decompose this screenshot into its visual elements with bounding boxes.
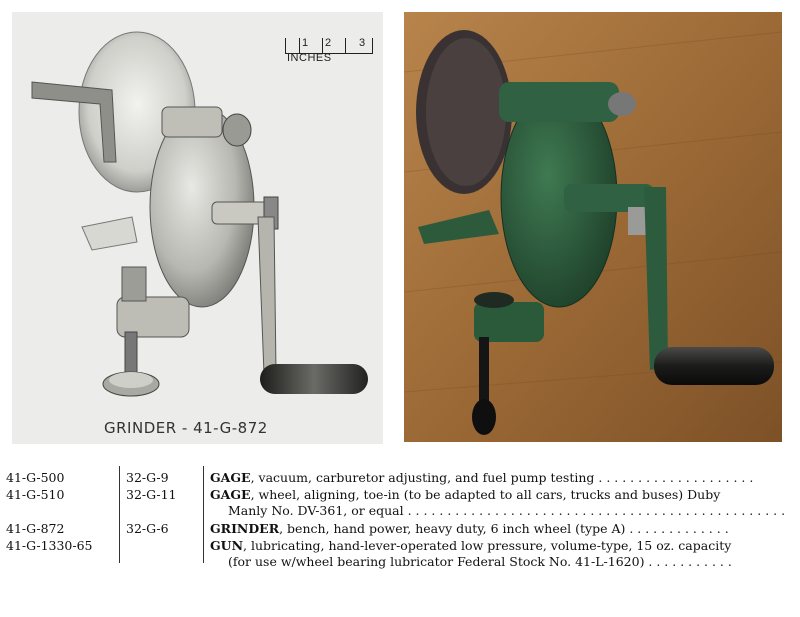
item-desc: , bench, hand power, heavy duty, 6 inch … bbox=[279, 521, 729, 536]
green-grinder-image bbox=[404, 12, 782, 442]
scale-unit: INCHES bbox=[287, 52, 332, 64]
item-keyword: GUN bbox=[210, 538, 244, 553]
item-description: GUN, lubricating, hand-lever-operated lo… bbox=[210, 538, 732, 569]
item-keyword: GAGE bbox=[210, 487, 251, 502]
catalog-photo: 1 2 3 INCHES GRINDER - 41-G-872 bbox=[12, 12, 383, 444]
item-description: GAGE, vacuum, carburetor adjusting, and … bbox=[210, 470, 753, 485]
item-description: GAGE, wheel, aligning, toe-in (to be ada… bbox=[210, 487, 785, 518]
stock-number: 41-G-510 bbox=[6, 487, 65, 502]
scale-tick-2: 2 bbox=[325, 37, 332, 49]
ref-number: 32-G-11 bbox=[126, 487, 177, 502]
item-desc: , wheel, aligning, toe-in (to be adapted… bbox=[250, 487, 721, 502]
item-keyword: GAGE bbox=[210, 470, 251, 485]
scale-tick-1: 1 bbox=[302, 37, 309, 49]
parts-listing: 41-G-500 32-G-9 GAGE, vacuum, carburetor… bbox=[0, 460, 800, 569]
stock-number: 41-G-500 bbox=[6, 470, 65, 485]
scale-tick-3: 3 bbox=[359, 37, 366, 49]
item-keyword: GRINDER bbox=[210, 521, 280, 536]
stock-number: 41-G-1330-65 bbox=[6, 538, 93, 553]
ref-number: 32-G-9 bbox=[126, 470, 169, 485]
item-desc-continued: Manly No. DV-361, or equal . . . . . . .… bbox=[228, 503, 786, 518]
grinder-photo bbox=[404, 12, 782, 442]
item-description: GRINDER, bench, hand power, heavy duty, … bbox=[210, 521, 729, 536]
inch-scale: 1 2 3 INCHES bbox=[285, 37, 373, 68]
ref-number: 32-G-6 bbox=[126, 521, 169, 536]
item-desc: , lubricating, hand-lever-operated low p… bbox=[243, 538, 732, 553]
item-desc-continued: (for use w/wheel bearing lubricator Fede… bbox=[228, 554, 732, 569]
item-desc: , vacuum, carburetor adjusting, and fuel… bbox=[250, 470, 754, 485]
stock-number: 41-G-872 bbox=[6, 521, 65, 536]
photo-caption: GRINDER - 41-G-872 bbox=[104, 419, 268, 437]
grinder-illustration bbox=[31, 31, 368, 397]
